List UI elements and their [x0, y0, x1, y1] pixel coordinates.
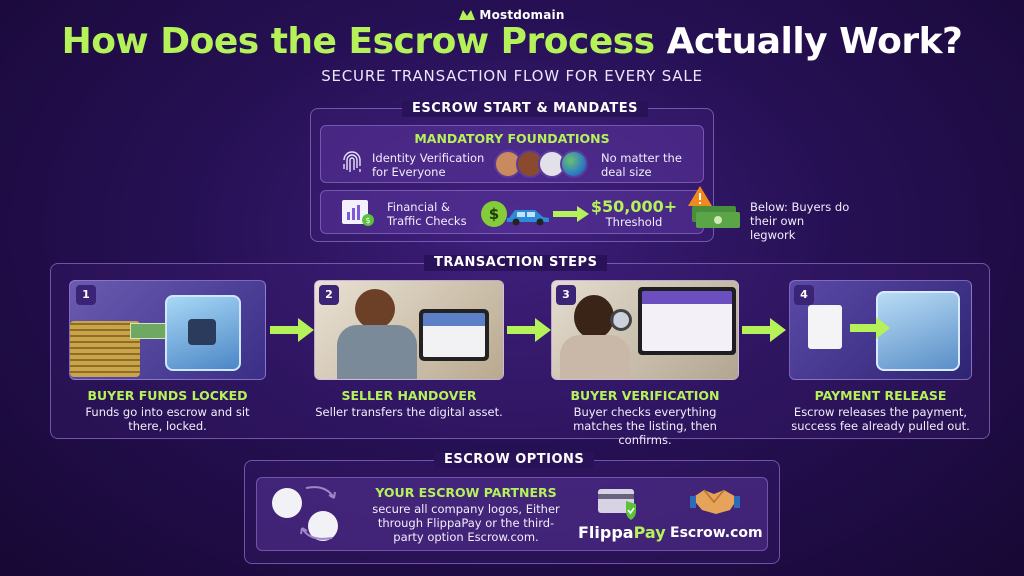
options-label: ESCROW OPTIONS: [434, 452, 595, 468]
step-1-image: [69, 280, 266, 380]
step-arrow-1-icon: [270, 318, 314, 342]
svg-text:$: $: [365, 216, 370, 225]
brand-name: Mostdomain: [479, 8, 565, 22]
threshold-label: Threshold: [605, 215, 663, 229]
identity-text: Identity Verification for Everyone: [372, 151, 485, 179]
open-vault-icon: [876, 291, 960, 371]
step-1-title: BUYER FUNDS LOCKED: [87, 388, 248, 403]
handshake-icon: [690, 489, 740, 514]
step-4-number: 4: [794, 285, 814, 305]
partner-logo-2: [308, 511, 338, 541]
monitor-icon: [638, 287, 736, 355]
globe-icon: [560, 150, 588, 178]
exchange-arrows-icon: [300, 486, 336, 540]
step-2-number: 2: [319, 285, 339, 305]
foundations-heading: MANDATORY FOUNDATIONS: [414, 131, 610, 146]
cash-bill-icon: [130, 323, 166, 339]
coin-stacks-icon: [70, 321, 140, 377]
buyer-person: [574, 295, 614, 339]
no-matter-text: No matter the deal size: [601, 151, 682, 179]
title-rest: Actually Work?: [666, 21, 963, 62]
step-3-desc: Buyer checks everything matches the list…: [573, 405, 717, 447]
mostdomain-logo-icon: [459, 10, 476, 20]
step-arrow-3-icon: [742, 318, 786, 342]
padlock-icon: [188, 319, 216, 345]
escrow-com-logo: Escrow.com: [670, 525, 763, 541]
partners-box: [256, 477, 768, 551]
flippapay-logo-a: Flippa: [578, 523, 634, 542]
vault-icon: [165, 295, 241, 371]
step-1-desc: Funds go into escrow and sit there, lock…: [85, 405, 250, 433]
below-text: Below: Buyers do their own legwork: [750, 200, 850, 242]
title-highlight: How Does the Escrow Process: [61, 21, 656, 62]
brand-logo: Mostdomain: [0, 8, 1024, 22]
page-subtitle: SECURE TRANSACTION FLOW FOR EVERY SALE: [321, 67, 703, 85]
avatar-1: [494, 150, 522, 178]
step-arrow-2-icon: [507, 318, 551, 342]
step-4-desc: Escrow releases the payment, success fee…: [791, 405, 970, 433]
chart-report-icon: $: [342, 200, 374, 226]
step-4-title: PAYMENT RELEASE: [814, 388, 947, 403]
partner-logo-1: [272, 488, 302, 518]
partners-heading: YOUR ESCROW PARTNERS: [375, 485, 557, 500]
arrow-right-icon: [553, 206, 589, 222]
options-panel: [244, 460, 780, 564]
step-4-image: [789, 280, 972, 380]
magnifier-icon: [610, 309, 632, 331]
flippapay-logo: FlippaPay: [578, 523, 666, 542]
steps-label: TRANSACTION STEPS: [424, 255, 608, 271]
seller-person: [355, 289, 395, 329]
partners-desc: secure all company logos, Either through…: [372, 502, 560, 544]
car-icon: [507, 210, 549, 226]
seller-shirt: [337, 325, 417, 379]
document-icon: [808, 305, 842, 349]
card-shield-icon: [598, 489, 636, 520]
page-title: How Does the Escrow Process Actually Wor…: [0, 20, 1024, 64]
financial-box: [320, 190, 704, 234]
tablet-icon: [419, 309, 489, 361]
step-3-number: 3: [556, 285, 576, 305]
mandates-label: ESCROW START & MANDATES: [402, 101, 649, 117]
fingerprint-icon: [343, 151, 361, 172]
dollar-coin-icon: $: [481, 201, 507, 227]
step-2-title: SELLER HANDOVER: [341, 388, 477, 403]
step-3-image: [551, 280, 739, 380]
buyer-shirt: [560, 335, 630, 379]
financial-text: Financial & Traffic Checks: [387, 200, 467, 228]
step-1-number: 1: [76, 285, 96, 305]
threshold-value: $50,000+: [590, 197, 678, 216]
step-3-title: BUYER VERIFICATION: [570, 388, 720, 403]
flippapay-logo-b: Pay: [633, 523, 666, 542]
avatar-group: [494, 150, 590, 178]
cash-warning-icon: [688, 186, 740, 228]
step-2-image: [314, 280, 504, 380]
step-2-desc: Seller transfers the digital asset.: [315, 405, 503, 419]
release-arrow-icon: [850, 317, 890, 339]
